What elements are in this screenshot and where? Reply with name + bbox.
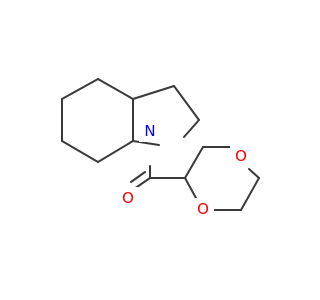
bond	[97, 78, 134, 100]
carbonyl-double-bond	[130, 171, 151, 190]
molecular-structure-diagram: N O O O	[61, 78, 260, 220]
bond	[183, 119, 200, 138]
bond	[184, 177, 197, 199]
atom-oxygen-carbonyl: O	[117, 187, 139, 209]
bond	[61, 140, 99, 163]
bond	[184, 146, 204, 179]
atom-oxygen-ring-2: O	[192, 198, 214, 220]
pyrrolidine-ring	[132, 85, 200, 146]
bond	[248, 168, 260, 179]
bond	[173, 85, 200, 121]
bond	[132, 85, 175, 100]
cyclohexane-ring	[61, 78, 134, 163]
bond	[130, 171, 146, 183]
bond	[240, 177, 260, 211]
bond	[132, 140, 160, 146]
bond	[97, 140, 134, 163]
dioxane-ring	[184, 146, 260, 211]
atom-label-o-ring-1: O	[235, 147, 247, 165]
atom-nitrogen: N	[139, 120, 161, 142]
atom-label-o-carbonyl: O	[122, 189, 134, 207]
atom-label-n: N	[144, 122, 155, 140]
atom-oxygen-ring-1: O	[230, 145, 252, 167]
bond	[61, 78, 99, 100]
atom-label-o-ring-2: O	[197, 200, 209, 218]
